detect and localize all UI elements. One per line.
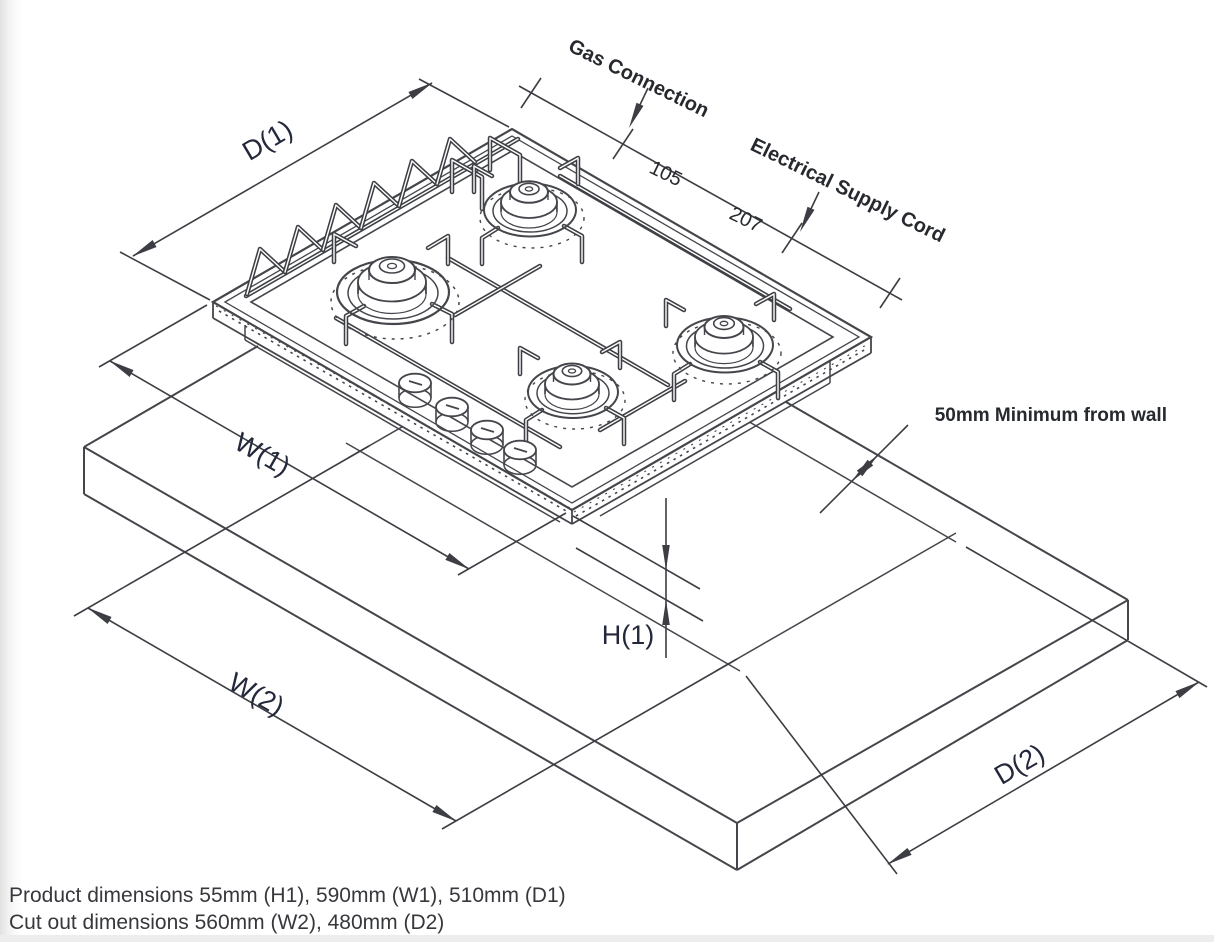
value-electrical-offset: 207	[726, 203, 766, 237]
dimension-notes: Product dimensions 55mm (H1), 590mm (W1)…	[9, 884, 566, 934]
page-edge-shadow	[0, 0, 26, 942]
control-knob-4	[503, 439, 537, 476]
dimension-product-height: H(1)	[572, 498, 704, 658]
label-d2: D(2)	[989, 738, 1049, 790]
label-d1: D(1)	[237, 114, 297, 166]
gas-arrow	[629, 102, 644, 128]
front-burner	[517, 339, 627, 449]
counter-bottom-right-edge	[736, 639, 1129, 871]
counter-wall-edge	[785, 401, 1129, 601]
note-product-dimensions: Product dimensions 55mm (H1), 590mm (W1)…	[9, 884, 566, 907]
control-knob-3	[470, 419, 504, 456]
hob-edge-texture	[215, 305, 869, 517]
electrical-arrow	[800, 206, 815, 232]
hob	[210, 127, 874, 525]
label-w2: W(2)	[224, 667, 290, 722]
value-gas-offset: 105	[646, 157, 686, 191]
label-wall-clearance: 50mm Minimum from wall	[935, 405, 1167, 426]
note-cutout-dimensions: Cut out dimensions 560mm (W2), 480mm (D2…	[9, 911, 444, 934]
dimension-wall-clearance: 50mm Minimum from wall	[819, 405, 1167, 514]
counter-front-right-edge	[736, 599, 1129, 824]
rear-burner	[471, 155, 585, 267]
page-bottom-strip	[0, 935, 1214, 942]
label-h1: H(1)	[602, 620, 655, 650]
right-burner	[663, 291, 782, 403]
label-w1: W(1)	[230, 427, 296, 482]
counter-bottom-left-edge	[83, 493, 738, 871]
cutout-right-edge	[715, 532, 957, 672]
